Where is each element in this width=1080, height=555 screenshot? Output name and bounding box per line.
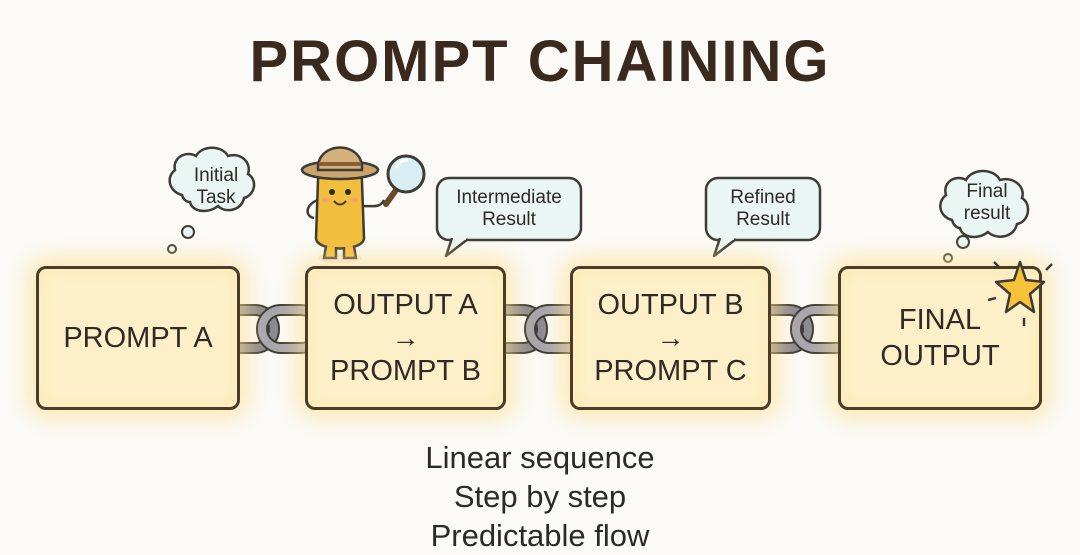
step-box-prompt-a: PROMPT A [36, 266, 240, 410]
callout-text: Result [736, 209, 790, 230]
speech-bubble-intermediate [435, 176, 583, 258]
right-arrow-icon: → [391, 322, 420, 353]
step-text: PROMPT A [63, 322, 213, 354]
explorer-mascot-icon [300, 146, 386, 263]
step-text: OUTPUT A [333, 289, 478, 321]
page-title: PROMPT CHAINING [249, 29, 831, 94]
step-text: PROMPT C [594, 355, 747, 387]
callout-final-result: Final result [942, 180, 1032, 226]
speech-bubble-refined [704, 176, 822, 258]
step-text: FINAL [898, 304, 982, 336]
step-text: OUTPUT B [597, 289, 744, 321]
callout-text: result [963, 203, 1011, 224]
thought-cloud-final [939, 169, 1030, 263]
callout-text: Refined [730, 187, 796, 208]
right-arrow-icon: → [656, 322, 685, 353]
step-box-output-b: OUTPUT B → PROMPT C [570, 266, 771, 410]
callout-intermediate-result: Intermediate Result [437, 180, 581, 238]
step-text: PROMPT B [330, 355, 481, 387]
callout-text: Final [966, 181, 1008, 202]
thought-cloud-initial [167, 146, 256, 254]
callout-text: Initial [193, 165, 239, 186]
callout-text: Task [196, 187, 236, 208]
step-box-output-a: OUTPUT A → PROMPT B [305, 266, 506, 410]
step-text: OUTPUT [880, 340, 1000, 372]
magnifying-glass-icon [383, 154, 426, 207]
footer-line: Linear sequence [425, 440, 655, 475]
callout-refined-result: Refined Result [706, 180, 820, 238]
callout-text: Result [482, 209, 536, 230]
footer-line: Step by step [453, 479, 627, 514]
callout-text: Intermediate [456, 187, 562, 208]
footer-notes: Linear sequence Step by step Predictable… [0, 438, 1080, 555]
callout-initial-task: Initial Task [172, 165, 260, 209]
star-icon [987, 260, 1053, 326]
footer-line: Predictable flow [430, 518, 650, 553]
